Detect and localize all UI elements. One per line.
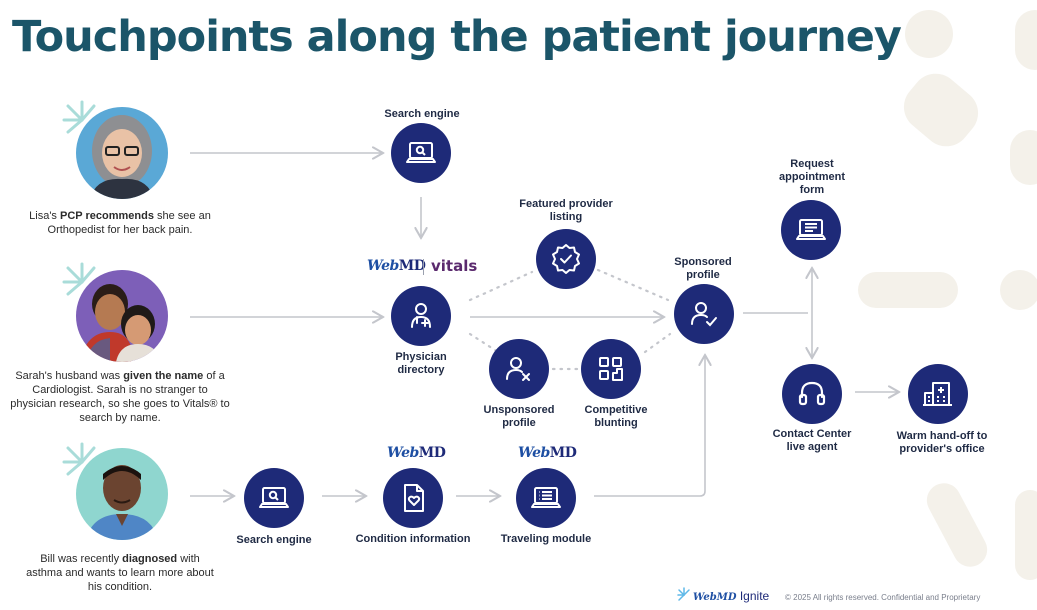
ignite-sparkle-icon	[677, 587, 690, 601]
physician-icon	[411, 303, 431, 328]
laptop-form-icon	[796, 219, 826, 240]
featured-listing-label: Featured provider listing	[519, 198, 613, 223]
condition-information-node	[383, 468, 443, 528]
vitals-logo: vitals	[431, 257, 478, 275]
hospital-building-icon	[923, 382, 952, 406]
user-check-icon	[691, 302, 717, 327]
contact-center-node	[782, 364, 842, 424]
sparkle-icon	[62, 262, 96, 296]
request-form-label: Request appointment form	[779, 158, 845, 196]
condition-information-label: Condition information	[355, 533, 471, 545]
sparkle-icon	[62, 100, 96, 134]
competitive-blunting-node	[581, 339, 641, 399]
request-form-node	[781, 200, 841, 260]
user-x-icon	[506, 357, 530, 381]
traveling-module-node	[516, 468, 576, 528]
traveling-module-label: Traveling module	[500, 533, 592, 545]
laptop-list-icon	[531, 487, 561, 508]
unsponsored-profile-label: Unsponsored profile	[483, 404, 555, 429]
webmd-logo: WebMD	[387, 445, 446, 461]
decor-shape	[858, 272, 958, 308]
copyright-text: © 2025 All rights reserved. Confidential…	[785, 593, 981, 602]
physician-directory-label: Physician directory	[395, 351, 447, 376]
laptop-search-icon	[406, 142, 436, 163]
headset-icon	[798, 381, 826, 406]
bill-avatar	[76, 448, 168, 540]
blocks-icon	[599, 357, 623, 381]
bill-description: Bill was recently diagnosed with asthma …	[26, 553, 214, 593]
search-engine-top-label: Search engine	[384, 108, 460, 120]
sarah-description: Sarah's husband was given the name of a …	[10, 370, 230, 424]
decor-shape	[1010, 130, 1037, 185]
search-engine-bottom-label: Search engine	[236, 534, 312, 546]
sarah-avatar	[76, 270, 168, 362]
laptop-search-icon	[259, 487, 289, 508]
warm-handoff-label: Warm hand-off to provider's office	[896, 430, 988, 455]
contact-center-label: Contact Center live agent	[772, 428, 852, 453]
search-engine-bottom-node	[244, 468, 304, 528]
decor-shape	[1015, 10, 1037, 70]
featured-listing-node	[536, 229, 596, 289]
sponsored-profile-label: Sponsored profile	[674, 256, 732, 281]
decor-shape	[1000, 270, 1037, 310]
decor-shape	[1015, 490, 1037, 580]
webmd-logo: WebMD	[367, 258, 426, 274]
page-title: Touchpoints along the patient journey	[12, 12, 902, 62]
physician-directory-node	[391, 286, 451, 346]
document-heart-icon	[404, 484, 424, 512]
decor-shape	[905, 10, 953, 58]
webmd-ignite-logo: WebMD Ignite	[693, 589, 770, 603]
webmd-logo: WebMD	[518, 445, 577, 461]
sponsored-profile-node	[674, 284, 734, 344]
badge-check-icon	[552, 244, 580, 274]
lisa-description: Lisa's PCP recommends she see an Orthope…	[29, 210, 211, 236]
competitive-blunting-label: Competitive blunting	[584, 404, 648, 429]
sparkle-icon	[62, 442, 96, 476]
unsponsored-profile-node	[489, 339, 549, 399]
search-engine-top-node	[391, 123, 451, 183]
lisa-avatar	[76, 107, 168, 199]
logo-divider	[423, 259, 424, 275]
warm-handoff-node	[908, 364, 968, 424]
